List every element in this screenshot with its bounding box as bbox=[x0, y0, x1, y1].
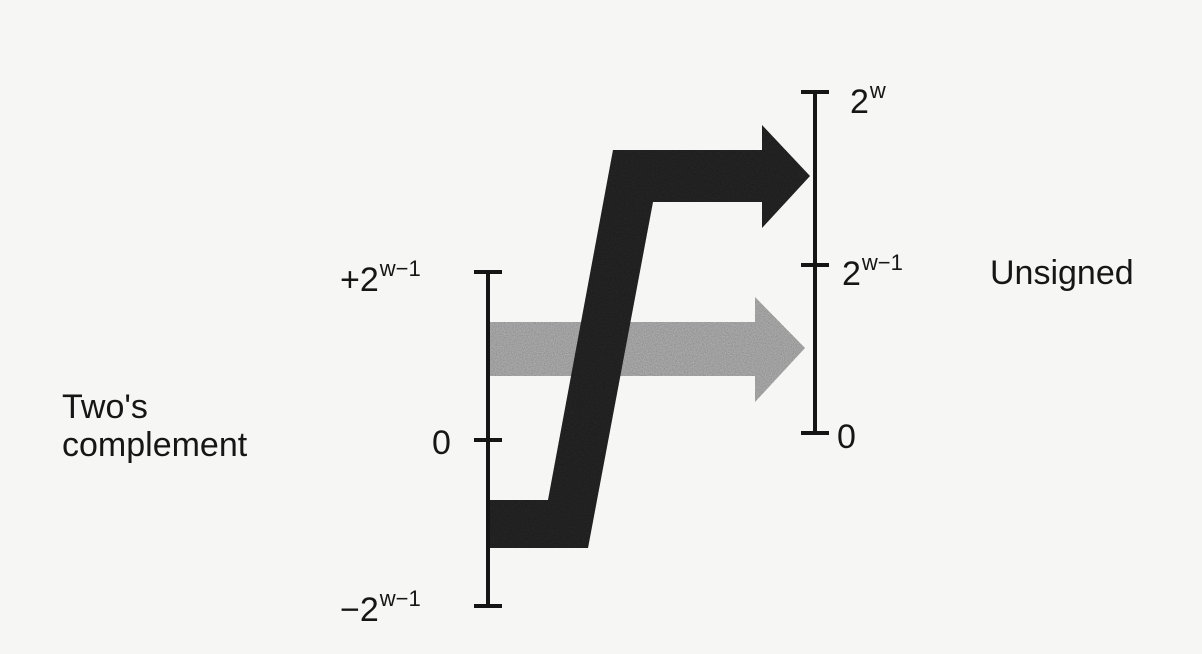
right-top-label: 2w bbox=[850, 78, 886, 121]
twos-complement-axis bbox=[474, 270, 502, 608]
unsigned-title: Unsigned bbox=[990, 254, 1134, 292]
twos-complement-title: Two's complement bbox=[62, 388, 247, 464]
nonnegative-mapping-arrow bbox=[488, 297, 805, 402]
right-mid-base: 2 bbox=[842, 255, 861, 293]
twos-complement-title-line2: complement bbox=[62, 426, 248, 464]
right-mid-label: 2w−1 bbox=[842, 250, 903, 293]
right-top-base: 2 bbox=[850, 83, 869, 121]
left-zero-label: 0 bbox=[432, 424, 451, 462]
right-zero-label: 0 bbox=[837, 418, 856, 456]
left-top-exponent: w−1 bbox=[379, 256, 421, 281]
left-top-base: +2 bbox=[340, 261, 379, 299]
unsigned-axis bbox=[801, 90, 829, 435]
negative-mapping-arrow bbox=[488, 125, 810, 548]
left-top-label: +2w−1 bbox=[340, 256, 421, 299]
left-bottom-exponent: w−1 bbox=[379, 586, 421, 611]
right-mid-exponent: w−1 bbox=[861, 250, 903, 275]
twos-complement-title-line1: Two's bbox=[62, 388, 148, 426]
left-bottom-base: −2 bbox=[340, 591, 379, 629]
left-bottom-label: −2w−1 bbox=[340, 586, 421, 629]
right-top-exponent: w bbox=[869, 78, 886, 103]
